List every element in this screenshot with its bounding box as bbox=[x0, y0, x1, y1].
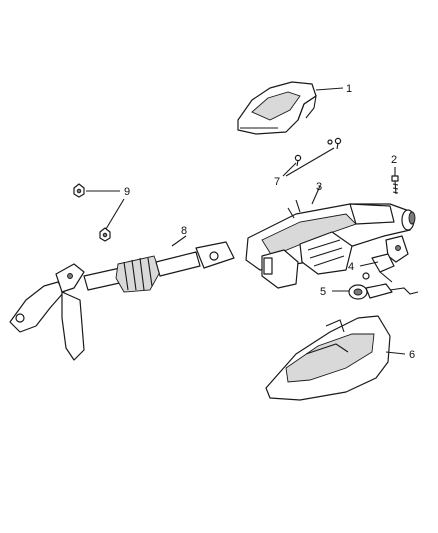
callout-6: 6 bbox=[409, 349, 415, 361]
part-ignition-switch bbox=[332, 272, 419, 300]
callout-2: 2 bbox=[391, 154, 397, 166]
part-lower-shroud bbox=[265, 315, 406, 401]
part-screws bbox=[282, 137, 342, 177]
part-steering-column bbox=[245, 185, 416, 289]
callout-5: 5 bbox=[320, 286, 326, 298]
callout-3: 3 bbox=[316, 181, 322, 193]
callout-1: 1 bbox=[346, 83, 352, 95]
part-upper-shroud bbox=[237, 81, 344, 135]
callout-8: 8 bbox=[181, 225, 187, 237]
callout-4: 4 bbox=[348, 261, 354, 273]
part-bolt bbox=[391, 167, 399, 195]
part-switch bbox=[359, 235, 409, 283]
part-nuts bbox=[73, 183, 125, 242]
part-intermediate-shaft bbox=[9, 235, 235, 361]
callout-7: 7 bbox=[274, 176, 280, 188]
callout-9: 9 bbox=[124, 186, 130, 198]
